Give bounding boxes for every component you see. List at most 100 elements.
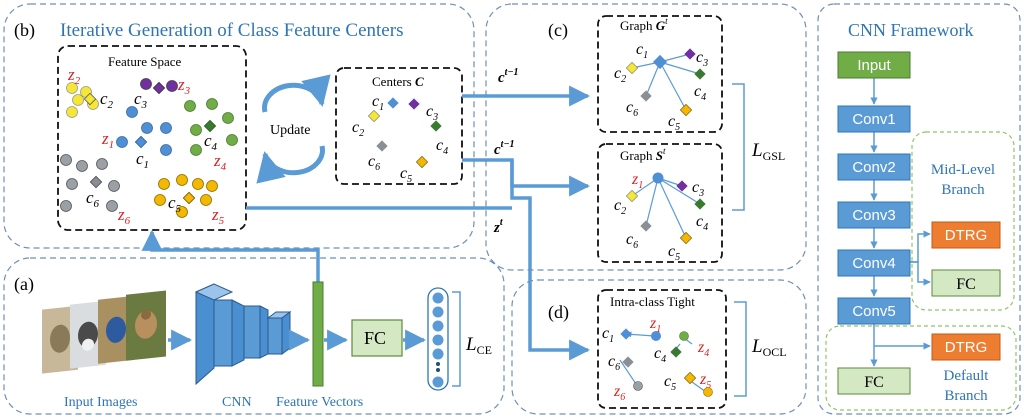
label-z6: z <box>117 205 125 224</box>
dtrg-default-block <box>931 333 1001 361</box>
mid-level-branch: Mid-Level Branch DTRG FC <box>911 131 1015 311</box>
d-label-c1: c <box>602 325 609 342</box>
label-z2: z <box>67 65 75 84</box>
conv4-label: Conv4 <box>852 255 895 272</box>
svg-text:z1: z1 <box>101 129 114 151</box>
label-c2: c <box>100 89 108 108</box>
cnn-framework-panel: CNN Framework Input Conv1 Conv2 Conv3 Co… <box>817 3 1021 415</box>
label-c1: c <box>136 149 144 168</box>
dtrg-mid-label: DTRG <box>945 227 988 244</box>
label-z1: z <box>101 129 109 148</box>
cluster-purple <box>140 78 178 95</box>
d-label-c6: c <box>608 353 615 370</box>
fc-default-label: FC <box>864 374 884 391</box>
arrow-label-z-t: z <box>493 220 500 236</box>
d-label-c4: c <box>654 345 661 362</box>
input-block <box>837 51 911 79</box>
svg-text:c3: c3 <box>134 89 148 111</box>
loss-gsl: L <box>751 140 763 161</box>
cluster-green <box>184 98 238 156</box>
svg-text:c1: c1 <box>136 149 149 171</box>
graph-s-box: Graph St z1 c3 c2 c4 c6 c5 <box>597 143 723 263</box>
panel-b-title: Iterative Generation of Class Feature Ce… <box>60 20 403 41</box>
conv4-block <box>837 249 911 277</box>
svg-text:Graph St: Graph St <box>620 146 666 163</box>
fc-default-block <box>837 367 911 395</box>
svg-text:Graph Gt: Graph Gt <box>620 16 668 33</box>
default-branch: DTRG FC Default Branch <box>825 325 1017 411</box>
svg-text:ct−1: ct−1 <box>494 139 515 158</box>
panel-d: (d) Intra-class Tight c1 c6 c4 c5 z <box>511 279 807 415</box>
graph-s-title: Graph <box>620 148 656 163</box>
svg-text:zt: zt <box>493 217 504 236</box>
cluster-blue <box>116 106 172 156</box>
panel-a-tag: (a) <box>14 274 34 295</box>
ce-bracket <box>452 291 461 387</box>
svg-text:c5: c5 <box>664 373 676 393</box>
panel-c: (c) Graph Gt c1 c3 c2 c4 c6 c5 <box>485 3 807 271</box>
arrow-label-c-t1-top: c <box>498 70 505 86</box>
conv3-block <box>837 201 911 229</box>
label-c6: c <box>86 188 94 207</box>
svg-text:c2: c2 <box>100 89 114 111</box>
svg-text:Centers C: Centers C <box>372 74 424 89</box>
conv2-block <box>837 153 911 181</box>
cluster-orange <box>154 174 218 218</box>
label-z4: z <box>213 151 221 170</box>
cluster-yellow <box>66 82 99 118</box>
svg-text:z3: z3 <box>177 75 191 97</box>
svg-text:z1: z1 <box>631 171 643 191</box>
d-label-z1: z <box>649 315 657 332</box>
svg-text:c4: c4 <box>204 131 218 153</box>
centers-label: Centers <box>372 74 415 89</box>
feature-space-box: Feature Space <box>57 45 247 231</box>
label-c4: c <box>204 131 212 150</box>
panel-a: (a) Input Images <box>3 257 505 415</box>
svg-text:LGSL: LGSL <box>751 140 785 163</box>
svg-text:z1: z1 <box>649 315 661 335</box>
svg-text:c1: c1 <box>602 325 614 345</box>
panel-d-tag: (d) <box>548 302 569 323</box>
svg-text:z4: z4 <box>213 151 227 173</box>
input-block-label: Input <box>857 57 891 74</box>
mid-branch-label: Branch <box>941 182 985 198</box>
fc-label-a: FC <box>364 328 386 348</box>
gsl-bracket <box>732 83 745 211</box>
svg-text:z2: z2 <box>67 65 81 87</box>
conv3-label: Conv3 <box>852 207 895 224</box>
default-branch-label: Branch <box>944 388 988 404</box>
cnn-framework-title: CNN Framework <box>848 20 973 40</box>
svg-text:c6: c6 <box>608 353 620 373</box>
svg-text:z5: z5 <box>699 371 711 391</box>
label-z5: z <box>211 205 219 224</box>
svg-text:z4: z4 <box>697 339 709 359</box>
update-cycle-icon: Update <box>256 74 331 184</box>
svg-text:z6: z6 <box>613 383 625 403</box>
svg-text:c4: c4 <box>654 345 666 365</box>
update-label: Update <box>270 123 310 138</box>
conv1-label: Conv1 <box>852 111 895 128</box>
conv5-label: Conv5 <box>852 303 895 320</box>
conv5-block <box>837 297 911 325</box>
input-images: Input Images <box>42 290 166 410</box>
ocl-bracket <box>734 301 747 397</box>
svg-text:c5: c5 <box>168 193 182 215</box>
panel-c-tag: (c) <box>548 20 568 41</box>
input-images-label: Input Images <box>64 395 137 410</box>
conv2-label: Conv2 <box>852 159 895 176</box>
feature-space-label: Feature Space <box>108 54 182 69</box>
graph-g-box: Graph Gt c1 c3 c2 c4 c6 c5 <box>597 15 723 133</box>
graph-s-z1: z <box>631 171 639 188</box>
intra-class-title: Intra-class Tight <box>610 294 695 309</box>
panel-b-tag: (b) <box>14 20 35 41</box>
fc-box-a: FC <box>351 319 403 357</box>
loss-ce: L <box>465 334 477 355</box>
panel-b: (b) Iterative Generation of Class Featur… <box>3 3 475 249</box>
svg-text:z5: z5 <box>211 205 225 227</box>
svg-text:LCE: LCE <box>465 334 492 357</box>
graph-g-title: Graph <box>620 18 656 33</box>
label-c5: c <box>168 193 176 212</box>
svg-text:c6: c6 <box>86 188 100 210</box>
cnn-block: CNN <box>194 283 292 410</box>
